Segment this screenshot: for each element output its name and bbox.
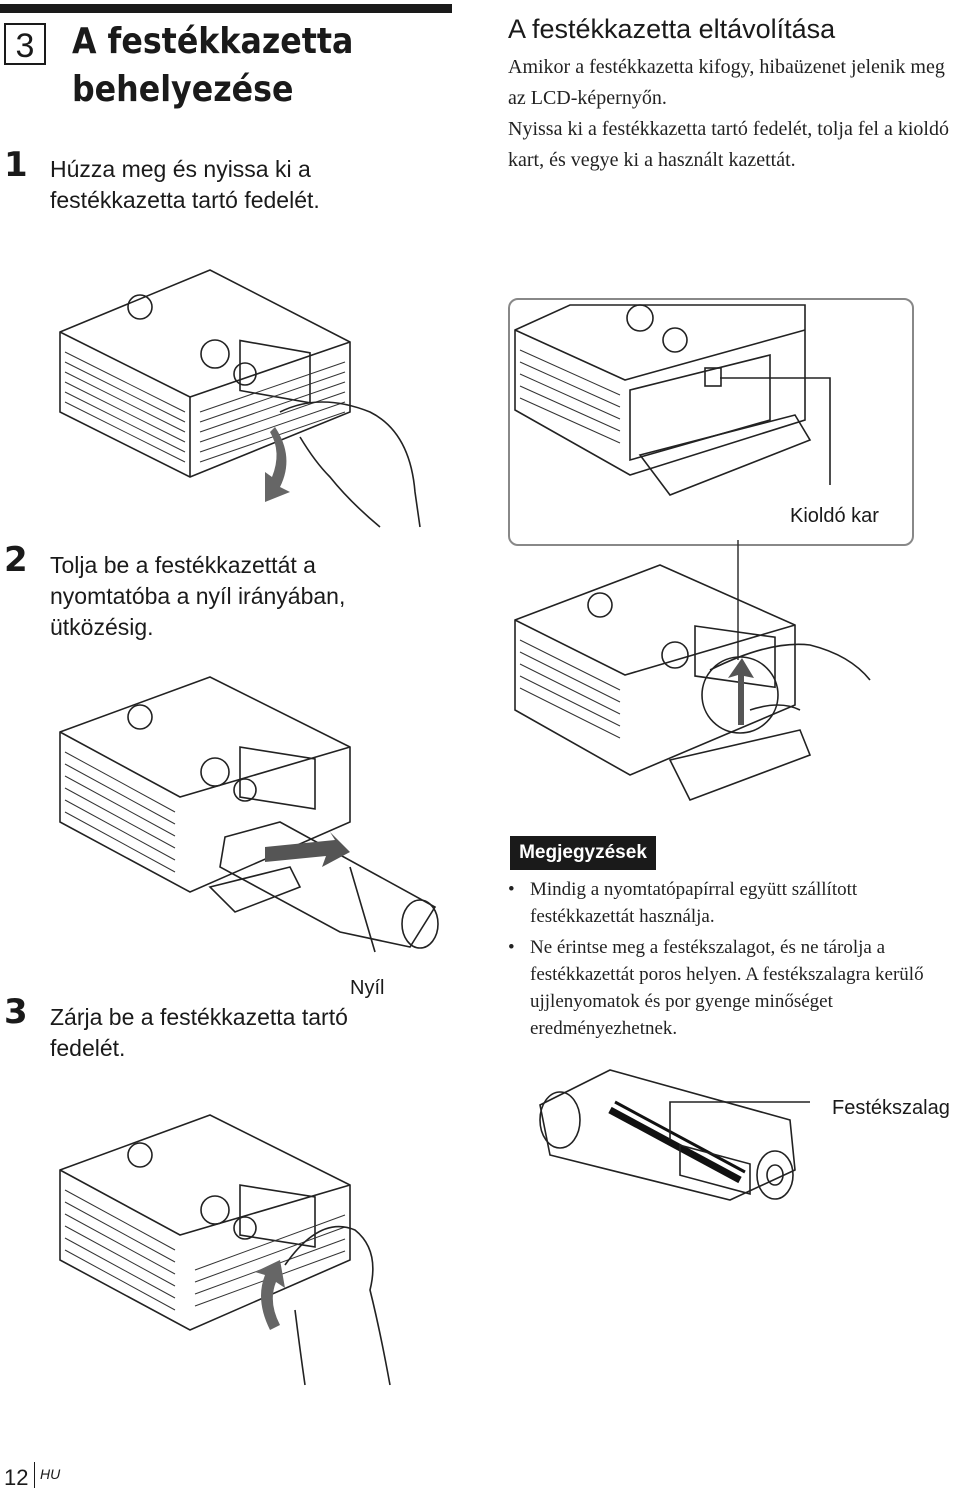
- section-top-rule: [0, 4, 452, 13]
- step-2-number: 2: [4, 540, 28, 580]
- removal-paragraph-1: Amikor a festékkazetta kifogy, hibaüzene…: [508, 56, 945, 109]
- step-2-text: Tolja be a festékkazettát a nyomtatóba a…: [50, 552, 346, 640]
- notes-heading: Megjegyzések: [510, 836, 656, 870]
- printer-push-lever-illustration: [514, 564, 871, 802]
- section-title: A festékkazetta behelyezése: [72, 21, 354, 110]
- printer-open-cover-illustration: [59, 269, 421, 528]
- page-language: HU: [40, 1466, 61, 1482]
- section-number: 3: [4, 23, 46, 65]
- step-1-number: 1: [4, 145, 28, 185]
- printer-close-cover-illustration: [59, 1114, 391, 1386]
- ink-ribbon-label: Festékszalag: [832, 1097, 950, 1119]
- removal-title: A festékkazetta eltávolítása: [508, 14, 836, 44]
- notes-list: Mindig a nyomtatópapírral együtt szállít…: [508, 876, 954, 1046]
- step-3-text: Zárja be a festékkazetta tartó fedelét.: [50, 1004, 348, 1061]
- removal-paragraph-2: Nyissa ki a festékkazetta tartó fedelét,…: [508, 118, 949, 171]
- step-1-text: Húzza meg és nyissa ki a festékkazetta t…: [50, 156, 320, 213]
- printer-insert-cassette-illustration: [59, 676, 439, 953]
- release-lever-label: Kioldó kar: [790, 505, 879, 527]
- page-number: 12: [4, 1465, 29, 1490]
- step-3-number: 3: [4, 992, 28, 1032]
- ink-cassette-illustration: [539, 1069, 810, 1201]
- arrow-label: Nyíl: [350, 977, 385, 999]
- printer-open-compartment-illustration: [514, 304, 831, 496]
- footer-divider: [34, 1462, 35, 1488]
- note-item: Mindig a nyomtatópapírral együtt szállít…: [508, 876, 954, 930]
- note-item: Ne érintse meg a festékszalagot, és ne t…: [508, 934, 954, 1042]
- release-lever-frame: [508, 298, 914, 546]
